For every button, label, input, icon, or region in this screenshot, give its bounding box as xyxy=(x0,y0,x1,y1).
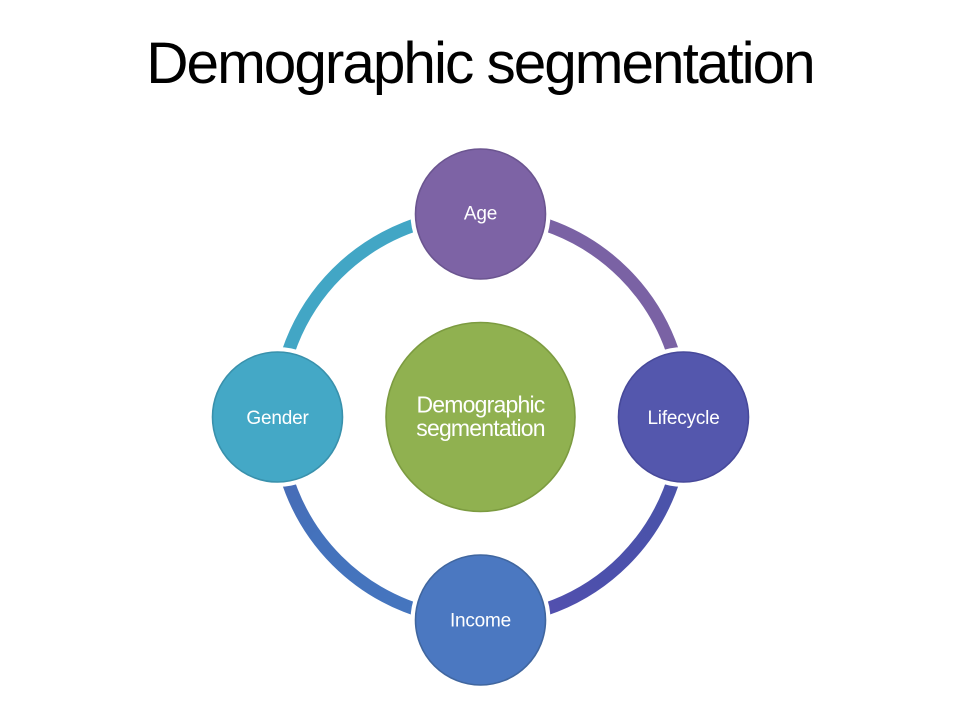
svg-text:segmentation: segmentation xyxy=(416,415,545,441)
svg-text:Lifecycle: Lifecycle xyxy=(647,408,719,429)
svg-text:Income: Income xyxy=(450,611,511,632)
svg-text:Gender: Gender xyxy=(246,408,309,429)
svg-text:Age: Age xyxy=(464,203,497,224)
svg-text:Demographic: Demographic xyxy=(417,392,545,418)
